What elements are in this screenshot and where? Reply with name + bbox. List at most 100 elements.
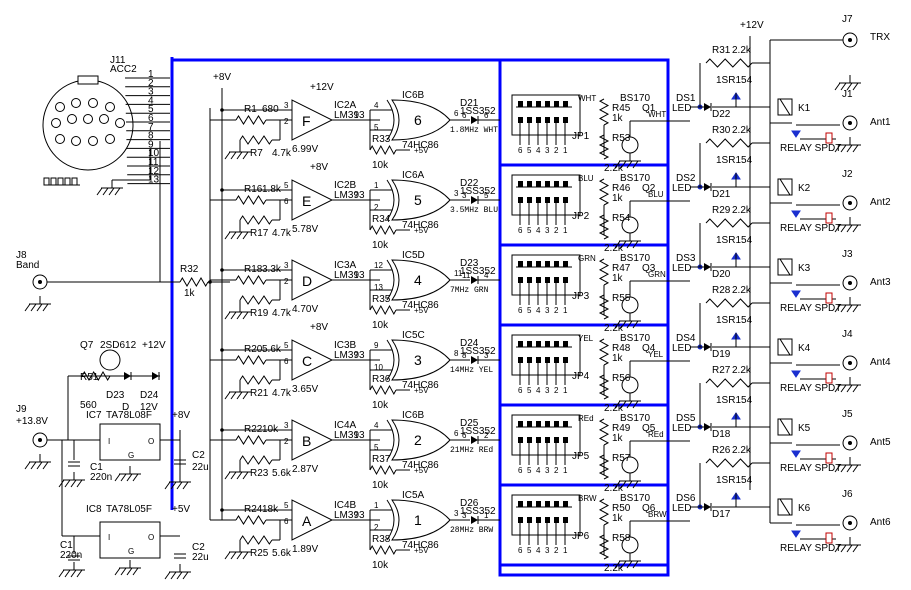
- jumper-pin-num: 5: [527, 146, 532, 155]
- wire: [852, 464, 859, 473]
- pin-label: 3: [484, 351, 489, 360]
- junction-dot: [220, 508, 224, 512]
- wire: [846, 82, 853, 91]
- comparator-part: LM393: [334, 430, 365, 441]
- fet-part: BS170: [620, 333, 650, 344]
- rtop-val: 10k: [262, 424, 279, 435]
- diode-ref: D26: [460, 498, 479, 509]
- wire: [614, 480, 621, 489]
- diode-ref: D24: [460, 338, 479, 349]
- d24-val: 12V: [140, 402, 158, 413]
- jumper-color: WHT: [578, 94, 596, 103]
- wire: [58, 569, 65, 578]
- wire: [242, 471, 249, 480]
- jumper-pin-icon: [554, 341, 559, 347]
- wire: [620, 320, 627, 329]
- ground-icon: [24, 454, 51, 470]
- comparator-ref: IC2B: [334, 180, 357, 191]
- wire: [64, 569, 71, 578]
- wire: [852, 224, 859, 233]
- jumper-pin-num: 1: [563, 226, 568, 235]
- pullup-resistor-icon: [369, 464, 397, 476]
- wire: [102, 187, 109, 196]
- xor-num: 2: [414, 432, 422, 448]
- jumper-pin-icon: [545, 437, 550, 443]
- comparator-icon: [291, 179, 334, 221]
- rtop-ref: R16: [244, 184, 263, 195]
- rg-val: 1k: [612, 433, 624, 444]
- rs-resistor-icon: [598, 374, 610, 400]
- ground-icon: [24, 296, 51, 312]
- jumper-color: REd: [578, 414, 594, 423]
- wire: [626, 480, 633, 489]
- jumper-pin-num: 2: [554, 386, 559, 395]
- comparator-letter: C: [302, 353, 312, 369]
- j11-pin: 12: [148, 166, 160, 177]
- jumper-pin-icon: [527, 357, 532, 363]
- xor-num: 6: [414, 112, 422, 128]
- ant-label: Ant5: [870, 437, 891, 448]
- relay-part: RELAY SPDT: [780, 383, 841, 394]
- j11-pin: 9: [148, 139, 154, 150]
- rs-ref: R56: [612, 373, 631, 384]
- pin-label: 6: [462, 431, 467, 440]
- j11-pin: 5: [148, 104, 154, 115]
- pullup-ref: R38: [372, 534, 391, 545]
- relay-diode-part: 1SR154: [716, 75, 753, 86]
- rg-ref: R48: [612, 343, 631, 354]
- ground-icon: [114, 560, 141, 576]
- din-pin-icon: [99, 114, 109, 124]
- relay-r-ref: R26: [712, 445, 731, 456]
- xor-gate-icon: [386, 419, 395, 461]
- led-icon: [704, 343, 711, 351]
- rg-resistor-icon: [598, 178, 610, 206]
- pin-label: 1: [374, 501, 379, 510]
- rs-ref: R54: [612, 213, 631, 224]
- output-diode-icon: [471, 436, 478, 444]
- pin-label: 4: [484, 271, 489, 280]
- pin-label: 5: [284, 501, 289, 510]
- band-label: 7MHz GRN: [450, 286, 489, 295]
- relay-r-val: 2.2k: [732, 45, 752, 56]
- d23-ref: D23: [106, 390, 125, 401]
- pullup-ref: R33: [372, 134, 391, 145]
- relay-diode-ref: D18: [712, 429, 731, 440]
- comparator-ref: IC2A: [334, 100, 357, 111]
- ground-icon: [834, 537, 861, 553]
- jumper-pin-num: 5: [527, 386, 532, 395]
- pin-label: 6: [454, 429, 459, 438]
- pullup-resistor-icon: [369, 224, 397, 236]
- band-label: 1.8MHz WHT: [450, 126, 498, 135]
- antenna-connector-icon: [842, 275, 858, 291]
- rbot-resistor-icon: [239, 535, 273, 545]
- ic7-part: TA78L08F: [106, 410, 152, 421]
- jumper-pin-icon: [554, 437, 559, 443]
- wire: [852, 144, 859, 153]
- pin-label: 3: [454, 189, 459, 198]
- j8-name: Band: [16, 260, 39, 271]
- pin-label: 6: [484, 111, 489, 120]
- relay-contact-icon: [791, 450, 801, 458]
- pullup-label: +5V: [414, 466, 429, 475]
- wire: [779, 258, 791, 276]
- wire: [230, 471, 237, 480]
- wire: [632, 560, 639, 569]
- relay-part: RELAY SPDT: [780, 223, 841, 234]
- power-connector-icon: [32, 432, 48, 448]
- jumper-pin-num: 4: [536, 546, 541, 555]
- comparator-icon: [291, 419, 334, 461]
- wire: [64, 479, 71, 488]
- wire: [176, 571, 183, 580]
- din-pin-icon: [88, 136, 98, 146]
- jumper-pin-icon: [536, 357, 541, 363]
- pin-label: 6: [284, 517, 289, 526]
- ant-label: Ant1: [870, 117, 891, 128]
- pin-label: 9: [374, 341, 379, 350]
- jumper-pin-icon: [545, 357, 550, 363]
- rs-resistor-icon: [598, 454, 610, 480]
- pin-o: O: [148, 437, 154, 446]
- vref-label: 1.89V: [292, 544, 318, 555]
- band-label: 28MHz BRW: [450, 526, 493, 535]
- fet-ref: Q3: [642, 263, 656, 274]
